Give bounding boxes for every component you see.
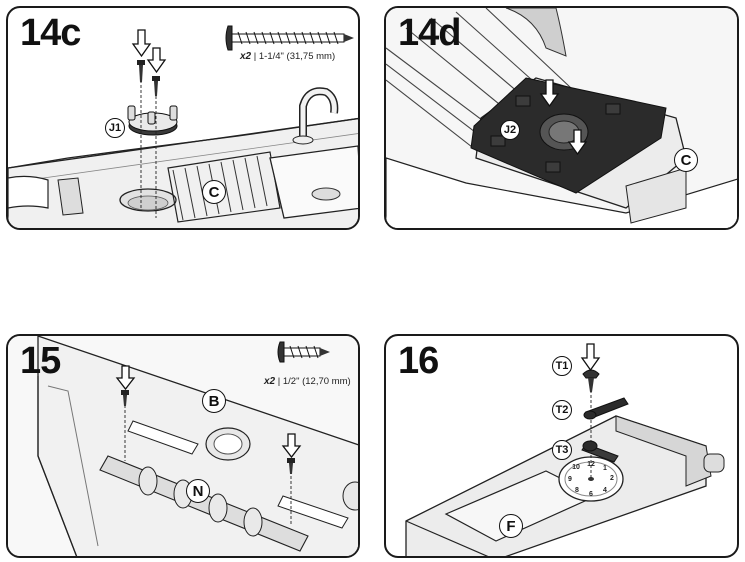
step-number: 15 xyxy=(20,340,61,382)
panel-step-14c: 14c x2 | 1-1/4" (31,75 mm) J1 C xyxy=(6,6,360,230)
callout-t2: T2 xyxy=(552,400,572,420)
callout-t3: T3 xyxy=(552,440,572,460)
screw-size: 1-1/4" (31,75 mm) xyxy=(258,51,336,62)
screw-icon xyxy=(277,341,330,363)
svg-text:2: 2 xyxy=(610,475,614,482)
svg-text:10: 10 xyxy=(572,464,580,471)
screw-icon xyxy=(152,76,160,96)
down-arrow-icon xyxy=(146,47,167,74)
callout-c: C xyxy=(202,180,226,204)
svg-text:4: 4 xyxy=(603,487,607,494)
step-16-illustration: 12 12 4 6 8 910 xyxy=(405,343,725,556)
svg-text:1: 1 xyxy=(603,465,607,472)
step-15-illustration xyxy=(8,336,358,556)
screw-quantity: x2 xyxy=(240,51,252,62)
svg-text:12: 12 xyxy=(587,461,595,468)
screw-quantity: x2 xyxy=(264,376,276,387)
step-14d-illustration xyxy=(386,8,737,228)
callout-t1: T1 xyxy=(552,356,572,376)
svg-text:8: 8 xyxy=(575,487,579,494)
down-arrow-icon xyxy=(131,29,152,58)
down-arrow-icon xyxy=(115,365,136,391)
screw-icon xyxy=(137,60,145,82)
callout-f: F xyxy=(499,514,523,538)
step-14c-illustration xyxy=(8,25,358,228)
screw-icon xyxy=(121,390,129,406)
callout-b: B xyxy=(202,389,226,413)
svg-text:6: 6 xyxy=(589,491,593,498)
callout-j2: J2 xyxy=(500,120,520,140)
svg-text:9: 9 xyxy=(568,476,572,483)
down-arrow-icon xyxy=(580,343,601,372)
down-arrow-icon xyxy=(281,433,302,459)
down-arrow-icon xyxy=(539,79,560,108)
screw-spec: x2 | 1-1/4" (31,75 mm) xyxy=(240,51,336,62)
panel-step-14d: 14d J2 C xyxy=(384,6,739,230)
step-number: 14d xyxy=(398,12,461,54)
callout-c: C xyxy=(674,148,698,172)
screw-icon xyxy=(287,458,295,474)
callout-n: N xyxy=(186,479,210,503)
callout-j1: J1 xyxy=(105,118,125,138)
panel-step-15: 15 x2 | 1/2" (12,70 mm) B N xyxy=(6,334,360,558)
step-number: 16 xyxy=(398,340,439,382)
step-number: 14c xyxy=(20,12,81,54)
screw-spec: x2 | 1/2" (12,70 mm) xyxy=(264,376,351,387)
screw-icon xyxy=(225,25,354,51)
screw-icon xyxy=(582,369,600,392)
down-arrow-icon xyxy=(567,129,588,156)
screw-size: 1/2" (12,70 mm) xyxy=(282,376,351,387)
